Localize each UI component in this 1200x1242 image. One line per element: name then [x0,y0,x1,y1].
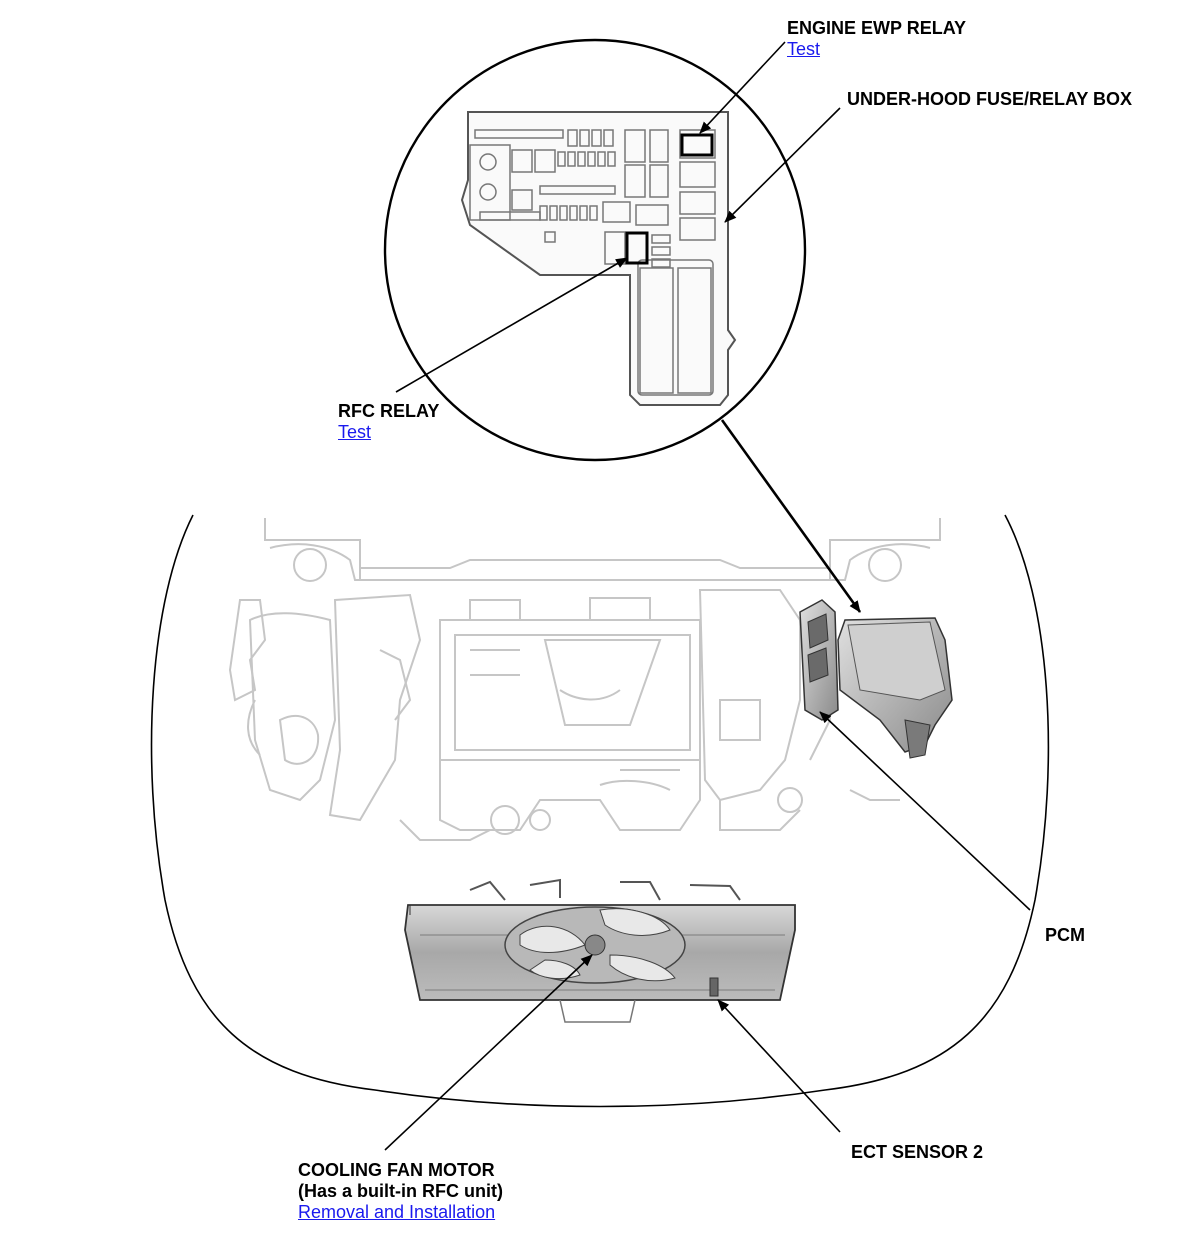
rfc-relay-label: RFC RELAY [338,401,440,421]
engine-ewp-relay-test-link[interactable]: Test [787,39,821,59]
leader-pcm [819,711,1031,911]
leader-rfc-relay [395,257,628,393]
engine-bay-ghost [228,518,941,841]
pcm-callout: PCM [1045,925,1085,946]
rfc-relay-highlight [625,231,649,265]
leader-lines [384,41,1031,1151]
leader-cooling-fan-motor [384,954,593,1151]
ect-sensor-2-callout: ECT SENSOR 2 [851,1142,983,1163]
leader-ect-sensor-2 [717,999,841,1133]
leader-under-hood-box [724,107,841,223]
engine-ewp-relay-callout: ENGINE EWP RELAY Test [787,18,966,60]
pcm-unit [799,599,953,759]
rfc-relay-callout: RFC RELAY Test [338,401,439,443]
under-hood-box-label: UNDER-HOOD FUSE/RELAY BOX [847,89,1133,109]
radiator-with-fan [404,878,796,1023]
rfc-relay-test-link[interactable]: Test [338,422,372,442]
pcm-label: PCM [1045,925,1085,945]
cooling-fan-motor-removal-link[interactable]: Removal and Installation [298,1202,496,1222]
cooling-fan-motor-callout: COOLING FAN MOTOR (Has a built-in RFC un… [298,1160,503,1223]
cooling-fan-motor-note: (Has a built-in RFC unit) [298,1181,503,1201]
leader-engine-ewp-relay [699,41,786,134]
ect-sensor-2-label: ECT SENSOR 2 [851,1142,984,1162]
engine-ewp-relay-highlight [680,133,714,157]
vehicle-front-outline [150,514,1050,1108]
under-hood-fuse-relay-box [460,111,737,406]
under-hood-box-callout: UNDER-HOOD FUSE/RELAY BOX [847,89,1132,110]
leader-zoom-to-pcm [720,419,862,613]
engine-ewp-relay-label: ENGINE EWP RELAY [787,18,967,38]
cooling-fan-motor-label: COOLING FAN MOTOR [298,1160,495,1180]
